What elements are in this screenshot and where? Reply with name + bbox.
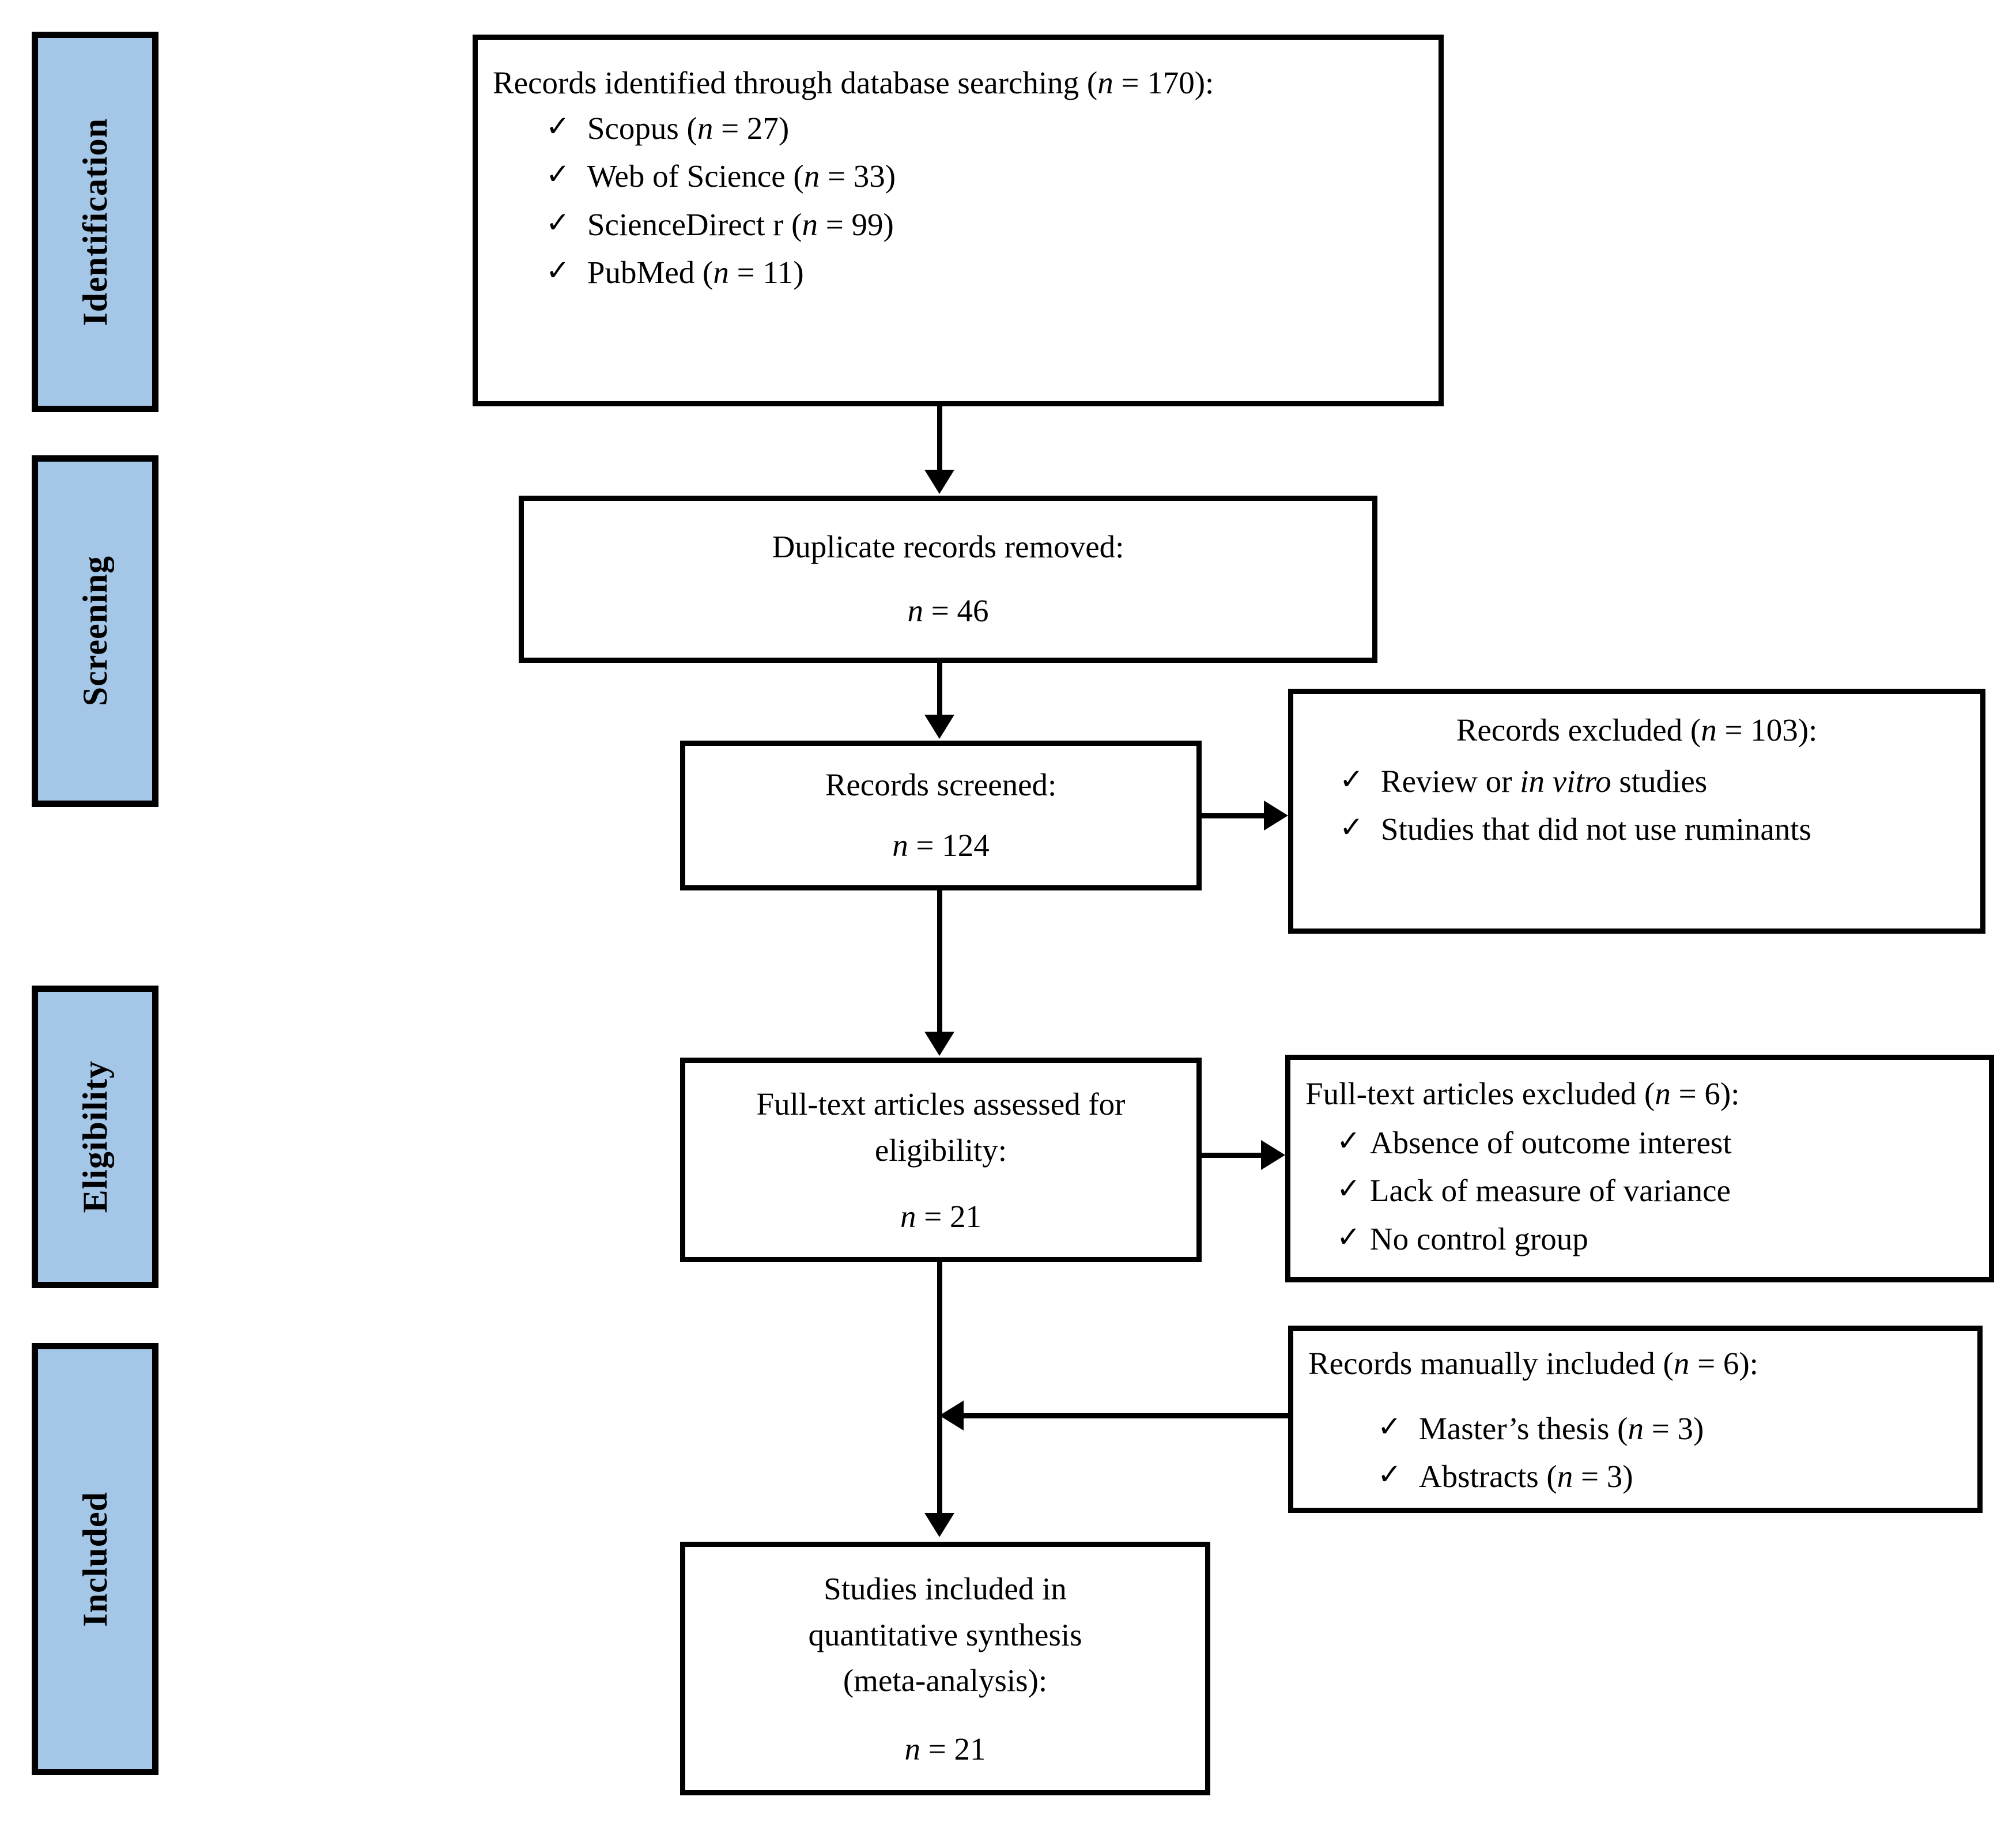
duplicates-title: Duplicate records removed: (772, 529, 1124, 564)
list-item: ✓ Lack of measure of variance (1337, 1167, 1974, 1215)
arrow-down-icon (924, 470, 954, 494)
check-icon: ✓ (546, 254, 570, 287)
list-item: ✓ Absence of outcome interest (1337, 1119, 1974, 1167)
fulltext-assessed-line1: Full-text articles assessed for (756, 1086, 1126, 1122)
connector-duplicates-to-screened (937, 663, 942, 718)
records-identified-title: Records identified through database sear… (493, 65, 1214, 100)
stage-label-identification-text: Identification (76, 118, 114, 326)
source-label: Web of Science (n = 33) (587, 158, 896, 194)
arrow-down-icon (924, 1513, 954, 1537)
box-records-screened: Records screened: n = 124 (680, 741, 1202, 890)
box-fulltext-excluded: Full-text articles excluded (n = 6): ✓ A… (1285, 1055, 1994, 1282)
manually-included-title: Records manually included (n = 6): (1308, 1346, 1758, 1381)
stage-label-included-text: Included (76, 1491, 114, 1627)
arrow-right-icon (1261, 1140, 1285, 1170)
list-item: ✓ Review or in vitro studies (1339, 757, 1965, 806)
list-item: ✓ Scopus (n = 27) (546, 104, 1424, 153)
stage-label-included: Included (32, 1343, 158, 1775)
list-item: ✓ Abstracts (n = 3) (1377, 1452, 1962, 1501)
fulltext-assessed-count: n = 21 (900, 1198, 982, 1234)
source-label: Abstracts (n = 3) (1418, 1459, 1633, 1494)
list-item: ✓ ScienceDirect r (n = 99) (546, 201, 1424, 249)
final-count: n = 21 (904, 1731, 986, 1767)
check-icon: ✓ (1339, 811, 1364, 844)
fulltext-assessed-line2: eligibility: (874, 1133, 1007, 1168)
reason-label: Lack of measure of variance (1369, 1173, 1731, 1209)
final-line3: (meta-analysis): (843, 1663, 1048, 1699)
screened-title: Records screened: (825, 767, 1057, 802)
connector-identified-to-duplicates (937, 406, 942, 473)
fulltext-excluded-title: Full-text articles excluded (n = 6): (1305, 1076, 1740, 1111)
stage-label-eligibility: Eligibility (32, 986, 158, 1288)
records-excluded-title: Records excluded (n = 103): (1456, 712, 1818, 748)
box-fulltext-assessed: Full-text articles assessed for eligibil… (680, 1058, 1202, 1262)
check-icon: ✓ (1339, 763, 1364, 795)
box-records-manually-included: Records manually included (n = 6): ✓ Mas… (1288, 1326, 1983, 1513)
reason-label: Review or in vitro studies (1380, 763, 1708, 799)
stage-label-identification: Identification (32, 32, 158, 412)
final-line2: quantitative synthesis (808, 1617, 1082, 1652)
check-icon: ✓ (1337, 1124, 1361, 1157)
source-label: ScienceDirect r (n = 99) (587, 206, 894, 242)
check-icon: ✓ (1377, 1458, 1402, 1491)
stage-label-eligibility-text: Eligibility (76, 1060, 114, 1213)
box-studies-included: Studies included in quantitative synthes… (680, 1542, 1210, 1795)
fulltext-excluded-reason-list: ✓ Absence of outcome interest ✓ Lack of … (1305, 1119, 1974, 1263)
connector-manual-to-spine (961, 1413, 1290, 1418)
reason-label: No control group (1369, 1221, 1588, 1256)
arrow-left-icon (939, 1401, 964, 1431)
check-icon: ✓ (1337, 1172, 1361, 1205)
check-icon: ✓ (546, 158, 570, 191)
list-item: ✓ Master’s thesis (n = 3) (1377, 1405, 1962, 1453)
stage-label-screening-text: Screening (76, 556, 114, 707)
records-identified-source-list: ✓ Scopus (n = 27) ✓ Web of Science (n = … (493, 104, 1424, 297)
records-excluded-reason-list: ✓ Review or in vitro studies ✓ Studies t… (1308, 757, 1965, 854)
source-label: PubMed (n = 11) (587, 255, 804, 290)
source-label: Master’s thesis (n = 3) (1418, 1410, 1704, 1446)
list-item: ✓ No control group (1337, 1215, 1974, 1263)
connector-screened-to-excluded (1202, 813, 1268, 818)
screened-count: n = 124 (892, 828, 990, 863)
check-icon: ✓ (546, 206, 570, 239)
reason-label: Studies that did not use ruminants (1380, 812, 1811, 847)
reason-label: Absence of outcome interest (1369, 1124, 1732, 1160)
check-icon: ✓ (1377, 1410, 1402, 1443)
connector-fulltext-to-final (937, 1262, 942, 1516)
box-duplicate-records-removed: Duplicate records removed: n = 46 (519, 496, 1377, 663)
duplicates-count: n = 46 (907, 593, 989, 629)
connector-fulltext-to-excluded (1202, 1153, 1265, 1158)
source-label: Scopus (n = 27) (587, 110, 790, 146)
box-records-identified: Records identified through database sear… (473, 35, 1444, 406)
connector-screened-to-fulltext (937, 890, 942, 1035)
check-icon: ✓ (1337, 1220, 1361, 1253)
check-icon: ✓ (546, 110, 570, 142)
final-line1: Studies included in (824, 1571, 1067, 1606)
list-item: ✓ PubMed (n = 11) (546, 248, 1424, 297)
manually-included-source-list: ✓ Master’s thesis (n = 3) ✓ Abstracts (n… (1308, 1405, 1962, 1501)
arrow-down-icon (924, 715, 954, 739)
box-records-excluded: Records excluded (n = 103): ✓ Review or … (1288, 689, 1985, 934)
arrow-right-icon (1264, 801, 1288, 831)
list-item: ✓ Studies that did not use ruminants (1339, 805, 1965, 854)
arrow-down-icon (924, 1032, 954, 1056)
list-item: ✓ Web of Science (n = 33) (546, 152, 1424, 201)
stage-label-screening: Screening (32, 455, 158, 807)
